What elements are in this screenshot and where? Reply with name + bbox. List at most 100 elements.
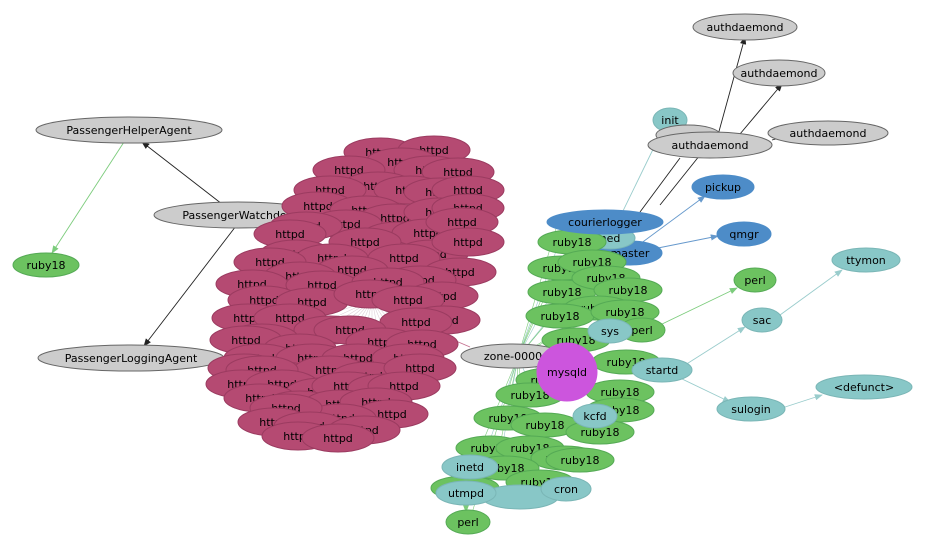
node-qmgr-shape xyxy=(716,221,772,247)
node-perl-3[interactable]: perl xyxy=(445,509,491,535)
node-sulogin-label: sulogin xyxy=(731,403,771,416)
node-ruby18[interactable]: ruby18 xyxy=(537,229,607,255)
node-perl-2-label: perl xyxy=(631,324,652,337)
edge-watchdog-to-logging xyxy=(143,225,237,347)
node-ruby18-left[interactable]: ruby18 xyxy=(12,252,80,278)
node-mysqld-label: mysqld xyxy=(547,366,587,379)
node-httpd-label: httpd xyxy=(453,236,483,249)
edge-logger-to-authd xyxy=(639,157,681,213)
node-cron-label: cron xyxy=(554,483,578,496)
node-layer: PassengerHelperAgentPassengerWatchdogPas… xyxy=(12,13,913,535)
node-httpd-shape xyxy=(431,227,505,257)
node-sac[interactable]: sac xyxy=(741,307,783,333)
node-passenger-helper-agent-label: PassengerHelperAgent xyxy=(66,124,192,137)
node-defunct-shape xyxy=(815,374,913,400)
node-ruby18-shape xyxy=(545,447,615,473)
node-httpd-label: httpd xyxy=(249,294,279,307)
node-startd[interactable]: startd xyxy=(631,357,693,383)
node-ruby18[interactable]: ruby18 xyxy=(510,412,580,438)
node-httpd-label: httpd xyxy=(350,236,380,249)
node-mysqld-shape xyxy=(536,342,598,402)
edge-startd-to-sulogin xyxy=(679,377,731,403)
node-ruby18-label: ruby18 xyxy=(511,389,550,402)
node-ruby18-label: ruby18 xyxy=(541,310,580,323)
node-authdaemond-1[interactable]: authdaemond xyxy=(692,13,798,41)
node-ruby18-label: ruby18 xyxy=(561,454,600,467)
node-httpd-label: httpd xyxy=(334,164,364,177)
node-perl[interactable]: perl xyxy=(733,267,777,293)
node-courierlogger-shape xyxy=(546,209,664,235)
edge-startd-to-sac xyxy=(684,326,746,366)
node-utmpd-label: utmpd xyxy=(448,487,484,500)
node-httpd[interactable]: httpd xyxy=(301,423,375,453)
node-pickup-shape xyxy=(691,174,755,200)
node-ruby18[interactable]: ruby18 xyxy=(525,303,595,329)
node-perl-shape xyxy=(733,267,777,293)
node-utmpd[interactable]: utmpd xyxy=(435,480,497,506)
node-httpd-label: httpd xyxy=(389,380,419,393)
node-ruby18[interactable]: ruby18 xyxy=(585,379,655,405)
node-httpd-label: httpd xyxy=(453,184,483,197)
node-httpd[interactable]: httpd xyxy=(371,285,445,315)
node-ttymon-label: ttymon xyxy=(846,254,886,267)
node-httpd-label: httpd xyxy=(447,216,477,229)
node-authdaemond-1-label: authdaemond xyxy=(707,21,784,34)
node-httpd-label: httpd xyxy=(389,252,419,265)
node-qmgr[interactable]: qmgr xyxy=(716,221,772,247)
node-sys-label: sys xyxy=(601,325,619,338)
edge-authd-to-2 xyxy=(739,83,783,135)
node-perl-3-label: perl xyxy=(457,516,478,529)
node-sac-shape xyxy=(741,307,783,333)
node-httpd-label: httpd xyxy=(303,200,333,213)
node-authdaemond-3-shape xyxy=(767,120,889,146)
node-mysqld[interactable]: mysqld xyxy=(536,342,598,402)
node-ruby18[interactable]: ruby18 xyxy=(593,277,663,303)
edge-logger-to-authd-b xyxy=(659,154,701,206)
node-sac-label: sac xyxy=(753,314,772,327)
node-passenger-watchdog-label: PassengerWatchdog xyxy=(182,209,293,222)
node-authdaemond-4[interactable]: authdaemond xyxy=(647,131,773,159)
node-sulogin[interactable]: sulogin xyxy=(716,396,786,422)
edge-master-to-pickup xyxy=(639,195,706,245)
node-authdaemond-3[interactable]: authdaemond xyxy=(767,120,889,146)
edge-ruby-to-perl xyxy=(659,287,738,326)
node-perl-3-shape xyxy=(445,509,491,535)
node-ruby18[interactable]: ruby18 xyxy=(545,447,615,473)
node-passenger-logging-agent-label: PassengerLoggingAgent xyxy=(65,352,198,365)
node-authdaemond-1-shape xyxy=(692,13,798,41)
node-qmgr-label: qmgr xyxy=(729,228,759,241)
node-passenger-helper-agent[interactable]: PassengerHelperAgent xyxy=(35,116,223,144)
node-courierlogger-label: courierlogger xyxy=(568,216,642,229)
node-inetd-label: inetd xyxy=(456,461,484,474)
node-ttymon[interactable]: ttymon xyxy=(831,247,901,273)
node-utmpd-shape xyxy=(435,480,497,506)
node-authdaemond-2-shape xyxy=(732,59,826,87)
node-httpd-label: httpd xyxy=(393,294,423,307)
node-authdaemond-3-label: authdaemond xyxy=(790,127,867,140)
node-kcfd-label: kcfd xyxy=(583,410,606,423)
node-ruby18-label: ruby18 xyxy=(609,284,648,297)
node-courierlogger[interactable]: courierlogger xyxy=(546,209,664,235)
node-httpd-label: httpd xyxy=(405,362,435,375)
node-authdaemond-4-shape xyxy=(647,131,773,159)
node-sys[interactable]: sys xyxy=(587,318,633,344)
node-defunct[interactable]: <defunct> xyxy=(815,374,913,400)
node-authdaemond-2[interactable]: authdaemond xyxy=(732,59,826,87)
node-ruby18-label: ruby18 xyxy=(553,236,592,249)
node-pickup[interactable]: pickup xyxy=(691,174,755,200)
node-init-label: init xyxy=(661,114,679,127)
node-httpd-label: httpd xyxy=(275,228,305,241)
node-httpd[interactable]: httpd xyxy=(431,227,505,257)
node-inetd-shape xyxy=(441,454,499,480)
node-startd-shape xyxy=(631,357,693,383)
node-cron[interactable]: cron xyxy=(540,476,592,502)
node-authdaemond-4-label: authdaemond xyxy=(672,139,749,152)
node-inetd[interactable]: inetd xyxy=(441,454,499,480)
node-sys-shape xyxy=(587,318,633,344)
node-kcfd[interactable]: kcfd xyxy=(572,403,618,429)
edge-master-to-qmgr xyxy=(657,234,719,249)
node-passenger-logging-agent[interactable]: PassengerLoggingAgent xyxy=(37,344,225,372)
node-ruby18-label: ruby18 xyxy=(601,386,640,399)
edge-helper-to-ruby18 xyxy=(51,141,125,254)
